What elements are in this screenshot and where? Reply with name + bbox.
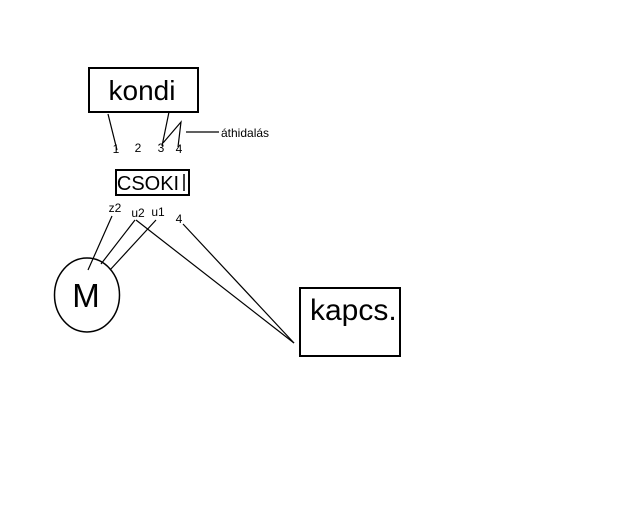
csoki-terminal-z2-label: z2 [109,201,122,215]
connector-u2-motor [100,219,136,265]
connector-u2-kapcs [135,219,295,344]
terminal-4-label: 4 [176,142,183,156]
connector-kondi-terminal-1 [107,113,118,151]
kapcs-label: kapcs. [310,294,397,327]
motor-circle [53,257,121,333]
connector-u1-motor [109,219,157,271]
kapcs-box [299,287,401,357]
motor-label: M [72,277,100,314]
csoki-terminal-u1-label: u1 [151,205,165,219]
jumper-annotation-label: áthidalás [221,126,269,140]
kondi-box [88,67,199,113]
terminal-2-label: 2 [135,141,142,155]
csoki-box [115,169,190,196]
csoki-terminal-u2-label: u2 [131,206,145,220]
csoki-terminal-4-label: 4 [176,212,183,226]
connector-4-kapcs [182,223,295,344]
jumper-link [162,120,182,148]
terminal-3-label: 3 [158,141,165,155]
csoki-label: CSOKI [117,173,179,195]
connector-kondi-terminal-3 [161,111,170,147]
connector-z2-motor [87,215,113,271]
terminal-1-label: 1 [113,142,120,156]
kondi-label: kondi [109,75,176,106]
